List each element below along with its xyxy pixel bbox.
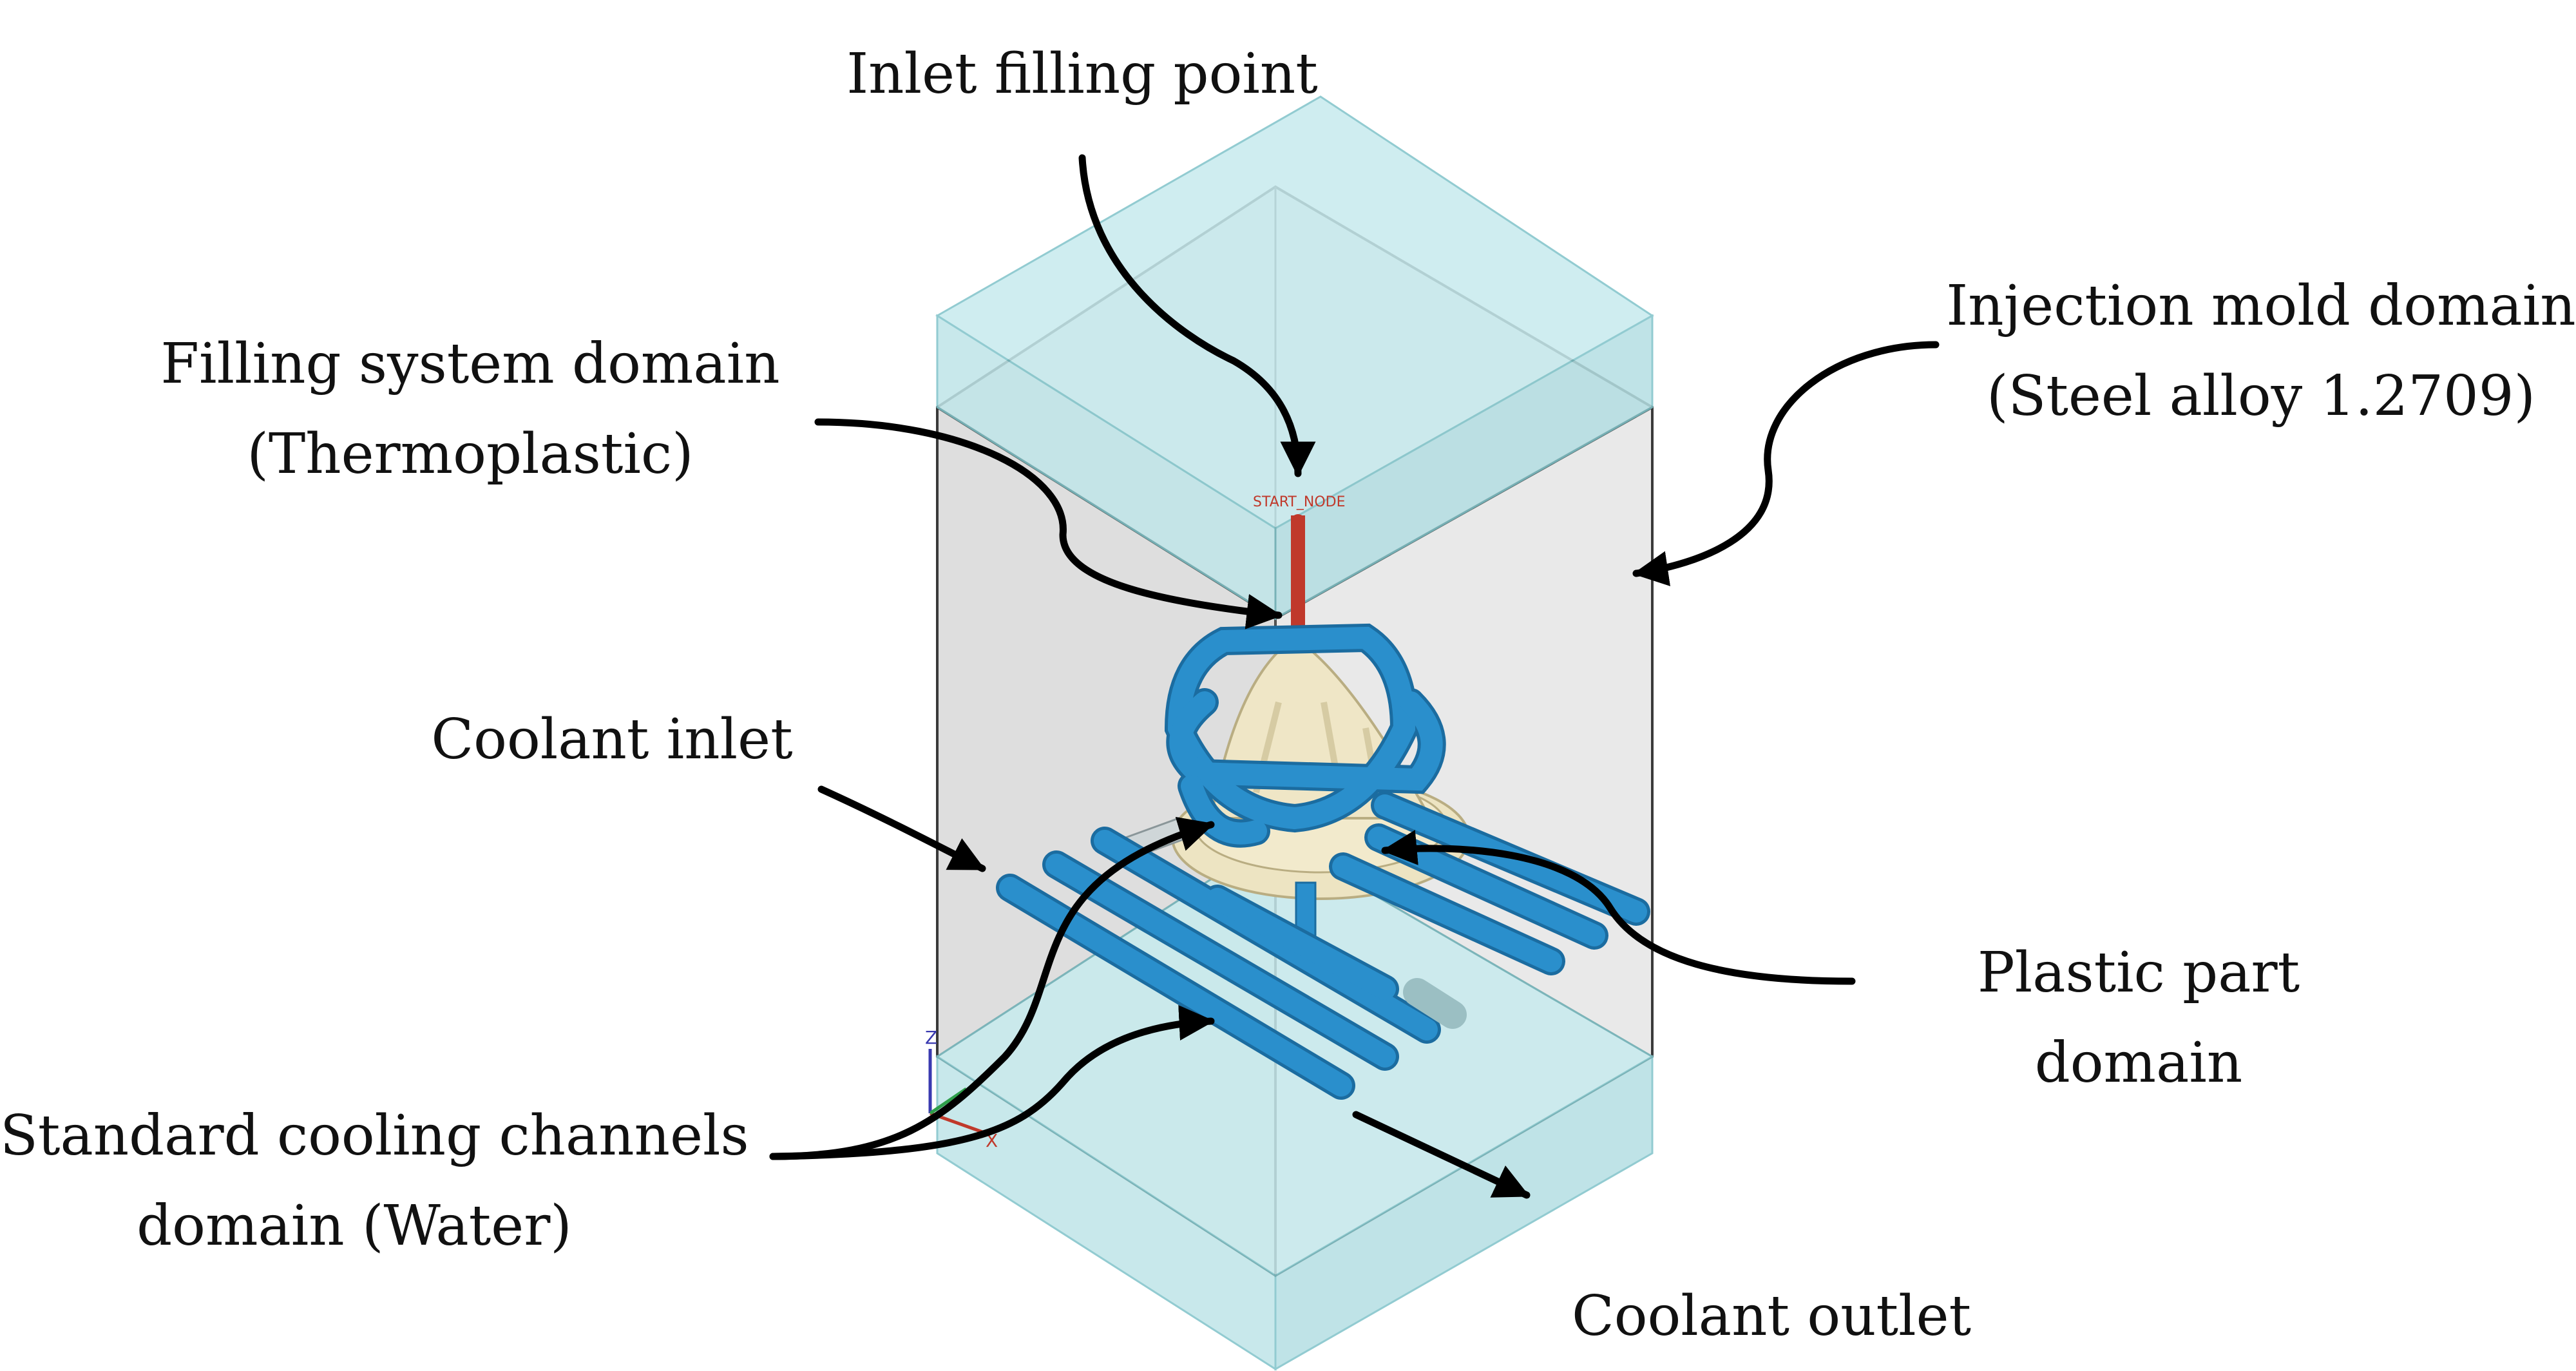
start-node-tag: START_NODE — [1253, 494, 1345, 510]
label-coolant-outlet: Coolant outlet — [1571, 1284, 1972, 1348]
coolant-outlet-stub — [1403, 978, 1467, 1029]
sprue: START_NODE — [1253, 494, 1345, 641]
label-injection-mold-domain: Injection mold domain (Steel alloy 1.270… — [1946, 274, 2576, 428]
label-filling-system-domain: Filling system domain (Thermoplastic) — [160, 332, 780, 486]
label-coolant-inlet: Coolant inlet — [431, 707, 793, 772]
arrow-coolant-inlet — [817, 785, 986, 872]
label-standard-cooling-channels: Standard cooling channels domain (Water) — [0, 1104, 749, 1258]
arrow-plastic-part — [1381, 830, 1856, 985]
label-plastic-part-domain: Plastic part domain — [1977, 941, 2300, 1095]
arrow-injection-mold — [1632, 341, 1940, 586]
arrow-cooling-channels-lower — [769, 1005, 1215, 1160]
axis-z-label: Z — [925, 1027, 937, 1048]
arrow-cooling-channels-upper — [769, 816, 1215, 1160]
arrow-inlet-filling-point — [1078, 154, 1316, 477]
callout-arrows — [769, 154, 1940, 1199]
label-inlet-filling-point: Inlet filling point — [846, 42, 1318, 106]
arrow-filling-system — [814, 418, 1283, 629]
arrow-coolant-outlet — [1352, 1111, 1531, 1199]
